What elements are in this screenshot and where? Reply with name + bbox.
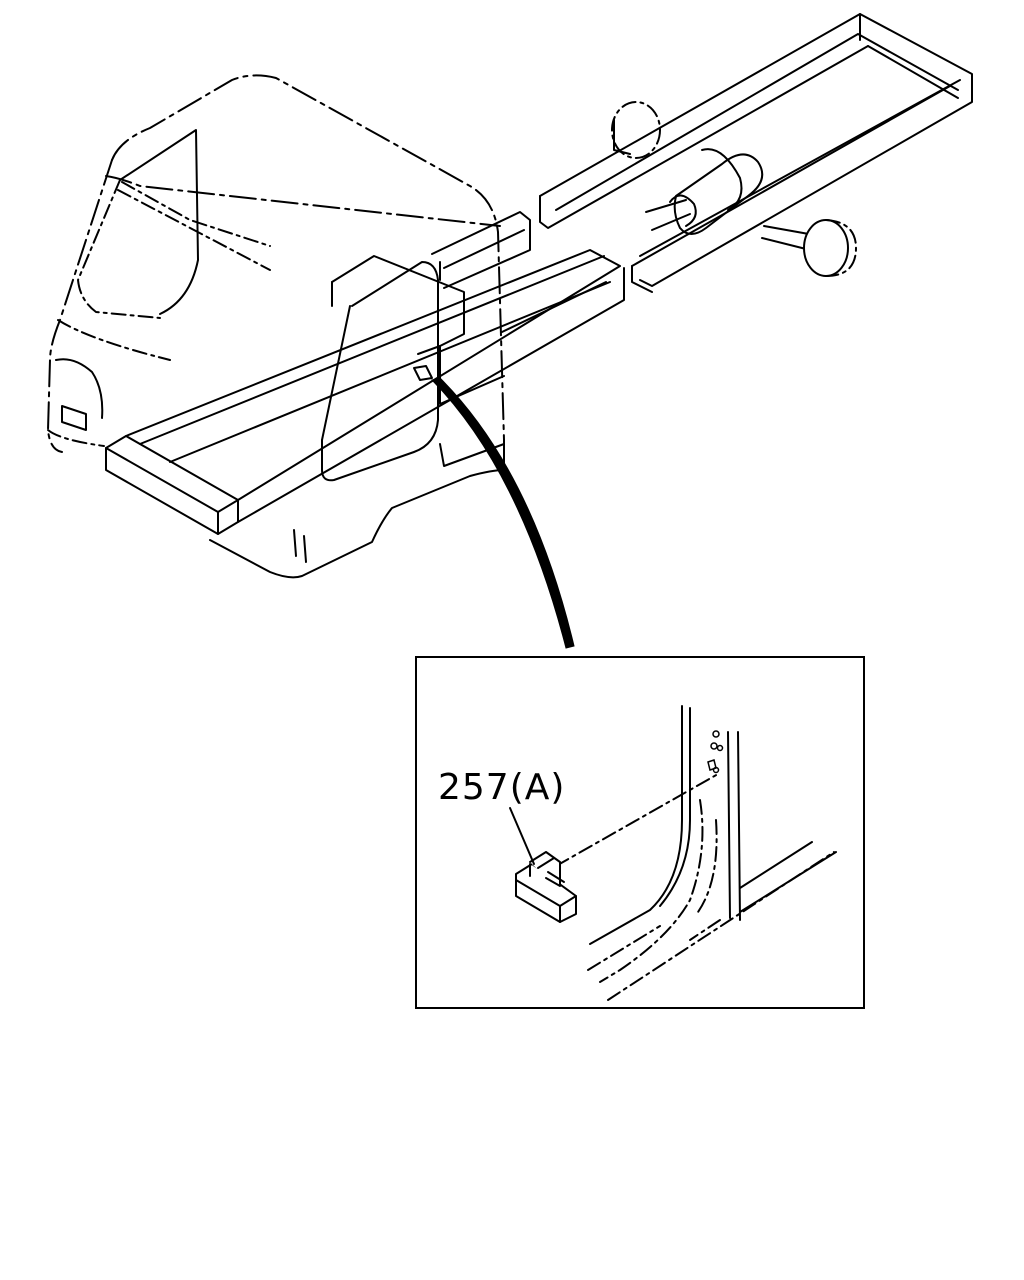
part-number-label: 257(A) (438, 767, 566, 808)
detail-inset (415, 656, 865, 1009)
truck-overview (47, 13, 973, 649)
rear-frame (539, 13, 973, 293)
stopper-part (515, 851, 577, 923)
leader-curve (431, 377, 575, 649)
cab-door (321, 255, 505, 482)
cab-lower (209, 439, 505, 579)
front-frame-rail (105, 211, 625, 535)
cab-outline (47, 74, 505, 453)
